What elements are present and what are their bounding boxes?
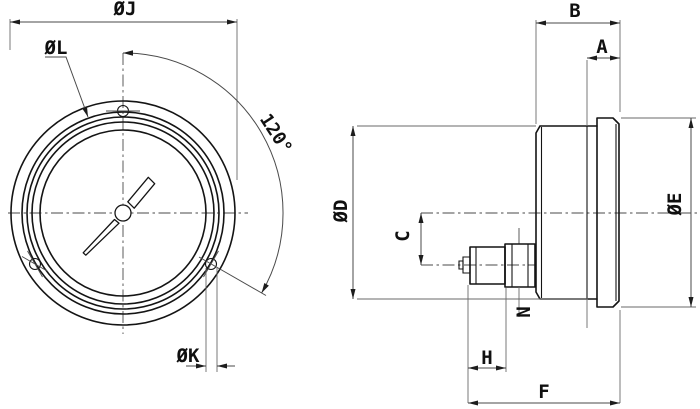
needle-hub <box>114 204 132 222</box>
dim-d-label: ØD <box>330 200 352 224</box>
dim-angle-label: 120° <box>255 110 296 158</box>
bezel-outline <box>596 117 620 308</box>
dim-n: N <box>513 287 535 318</box>
bolt-ring-circle <box>21 111 225 315</box>
connection-fitting <box>458 243 536 288</box>
dim-ok: ØK <box>176 268 235 372</box>
angle-arc <box>122 52 284 294</box>
hole-centerline-ticks <box>21 110 219 278</box>
dim-h-arrowheads <box>468 365 506 371</box>
dim-b-extension-lines <box>535 20 621 124</box>
dim-e-extension-lines <box>621 117 696 308</box>
dim-ol-label: ØL <box>44 37 68 59</box>
dim-oj: ØJ <box>9 0 238 180</box>
dim-e-label: ØE <box>664 193 686 217</box>
dim-ok-arrowheads <box>196 363 227 369</box>
dim-ok-label: ØK <box>176 345 200 367</box>
dim-h: H <box>467 285 507 403</box>
case-outline <box>535 125 598 300</box>
dim-h-label: H <box>481 347 492 369</box>
side-view: B A ØD ØE C N <box>330 0 698 406</box>
mounting-hole-bottom-left <box>28 257 42 271</box>
dim-n-label: N <box>513 306 535 317</box>
dim-ol-leader <box>45 56 89 118</box>
dim-e: ØE <box>621 117 696 308</box>
needle-tail <box>82 218 120 256</box>
dim-c: C <box>392 213 424 265</box>
dim-c-label: C <box>392 230 414 241</box>
dim-b-arrowheads <box>536 20 620 26</box>
bezel-inner-circle <box>31 121 215 305</box>
dim-b-label: B <box>569 0 580 22</box>
dim-a-arrowheads <box>587 55 620 61</box>
fitting-nut <box>504 243 536 288</box>
needle-blade <box>127 176 156 209</box>
angle-arrowheads <box>123 50 269 293</box>
dim-d-extension-lines <box>357 125 588 300</box>
dim-ol-arrowhead <box>82 106 88 117</box>
dial-circle <box>39 129 207 297</box>
front-view: ØJ ØL 120° ØK <box>8 0 296 372</box>
dim-oj-extension-lines <box>9 19 238 180</box>
dim-oj-label: ØJ <box>113 0 137 20</box>
dim-d: ØD <box>330 125 588 300</box>
fitting-block <box>469 246 506 285</box>
nut-hex-lines <box>511 244 529 287</box>
dim-h-extension-lines <box>467 285 507 403</box>
mounting-hole-bottom-right <box>204 257 218 271</box>
dim-a-label: A <box>596 36 608 58</box>
outer-flange-circle <box>10 100 236 326</box>
needle <box>82 176 156 256</box>
angle-radial-leader <box>198 256 267 296</box>
dim-a: A <box>587 36 620 61</box>
dim-ol: ØL <box>44 37 89 118</box>
dim-f-label: F <box>538 381 549 403</box>
dim-f: F <box>468 310 621 406</box>
dim-b: B <box>535 0 621 124</box>
dim-ok-extension-lines <box>205 268 218 372</box>
